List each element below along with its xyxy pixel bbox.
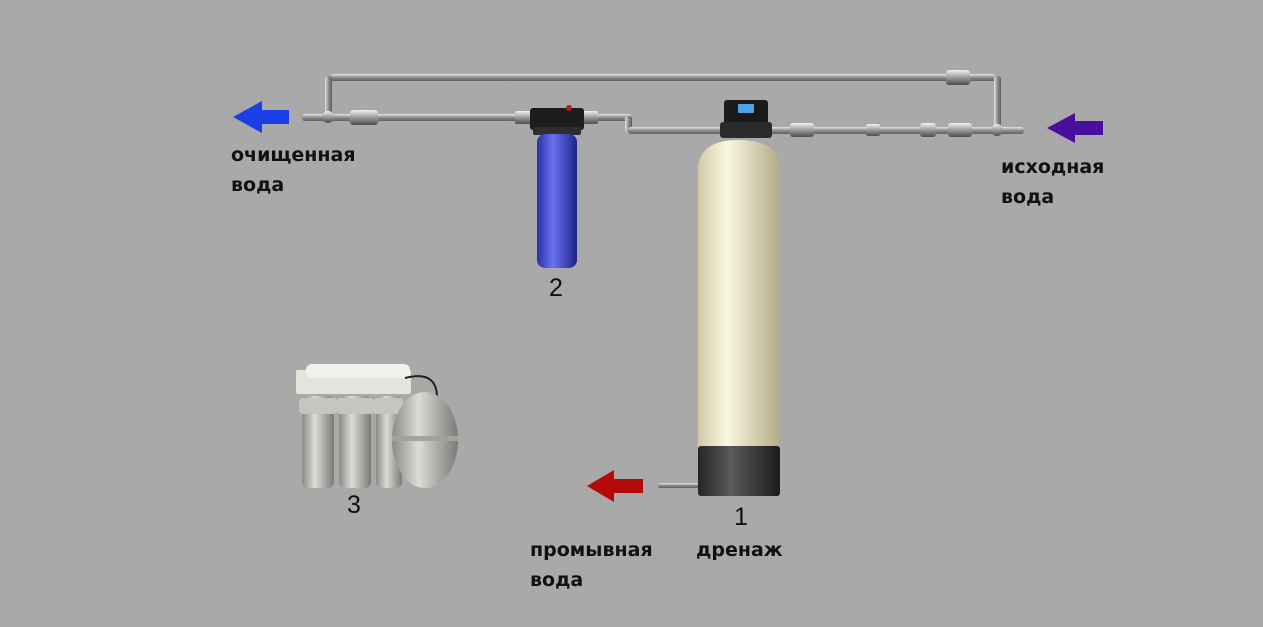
source-water-label-line2: вода bbox=[1001, 186, 1055, 208]
fitting bbox=[582, 111, 598, 124]
piping bbox=[302, 70, 1024, 488]
ro-storage-tank-seam bbox=[392, 436, 458, 441]
source-water-label: исходная вода bbox=[1001, 152, 1104, 212]
fitting bbox=[790, 123, 814, 137]
tank-base bbox=[698, 446, 780, 496]
ro-prefilter bbox=[302, 396, 334, 488]
relief-button bbox=[566, 105, 572, 111]
reverse-osmosis-unit bbox=[296, 364, 458, 488]
fitting bbox=[515, 111, 531, 124]
source-water-label-line1: исходная bbox=[1001, 156, 1105, 178]
fitting bbox=[920, 123, 936, 137]
tee-fitting bbox=[991, 124, 1003, 136]
control-valve-display bbox=[738, 104, 754, 113]
clean-water-arrow-icon bbox=[233, 101, 289, 133]
wash-water-label-line2: вода bbox=[530, 569, 584, 591]
clean-water-label-line1: очищенная bbox=[231, 144, 356, 166]
wash-water-label: промывная вода bbox=[530, 535, 653, 595]
tee-fitting bbox=[322, 111, 334, 123]
control-valve-body bbox=[720, 122, 772, 138]
cartridge-number: 2 bbox=[549, 274, 563, 302]
source-water-arrow-icon bbox=[1047, 113, 1103, 143]
ro-prefilter-cap bbox=[336, 398, 374, 414]
drain-pipe bbox=[658, 483, 700, 488]
filter-head-rim bbox=[533, 127, 581, 135]
clean-water-label: очищенная вода bbox=[231, 140, 356, 200]
filter-bowl bbox=[537, 134, 577, 268]
fitting bbox=[866, 124, 880, 136]
ro-prefilter bbox=[339, 396, 371, 488]
ro-prefilter-cap bbox=[373, 398, 403, 414]
ro-membrane-housing bbox=[306, 364, 410, 378]
tank-body bbox=[698, 140, 780, 450]
clean-water-label-line2: вода bbox=[231, 174, 285, 196]
drain-label-text: дренаж bbox=[696, 539, 783, 561]
softener-number: 1 bbox=[734, 503, 748, 531]
wash-water-label-line1: промывная bbox=[530, 539, 653, 561]
drain-label: дренаж bbox=[696, 535, 783, 565]
fitting bbox=[350, 110, 378, 125]
ro-number: 3 bbox=[347, 491, 361, 519]
ro-tube bbox=[404, 375, 438, 397]
bypass-pipe-top bbox=[330, 74, 996, 81]
cartridge-filter bbox=[530, 105, 584, 268]
filter-head bbox=[530, 108, 584, 130]
fitting bbox=[948, 123, 972, 137]
bypass-riser-left bbox=[325, 76, 332, 118]
ro-prefilter-cap bbox=[299, 398, 337, 414]
softener-tank bbox=[698, 100, 780, 496]
wash-water-arrow-icon bbox=[587, 470, 643, 502]
bypass-riser-right bbox=[994, 76, 1001, 130]
fitting bbox=[946, 70, 970, 85]
